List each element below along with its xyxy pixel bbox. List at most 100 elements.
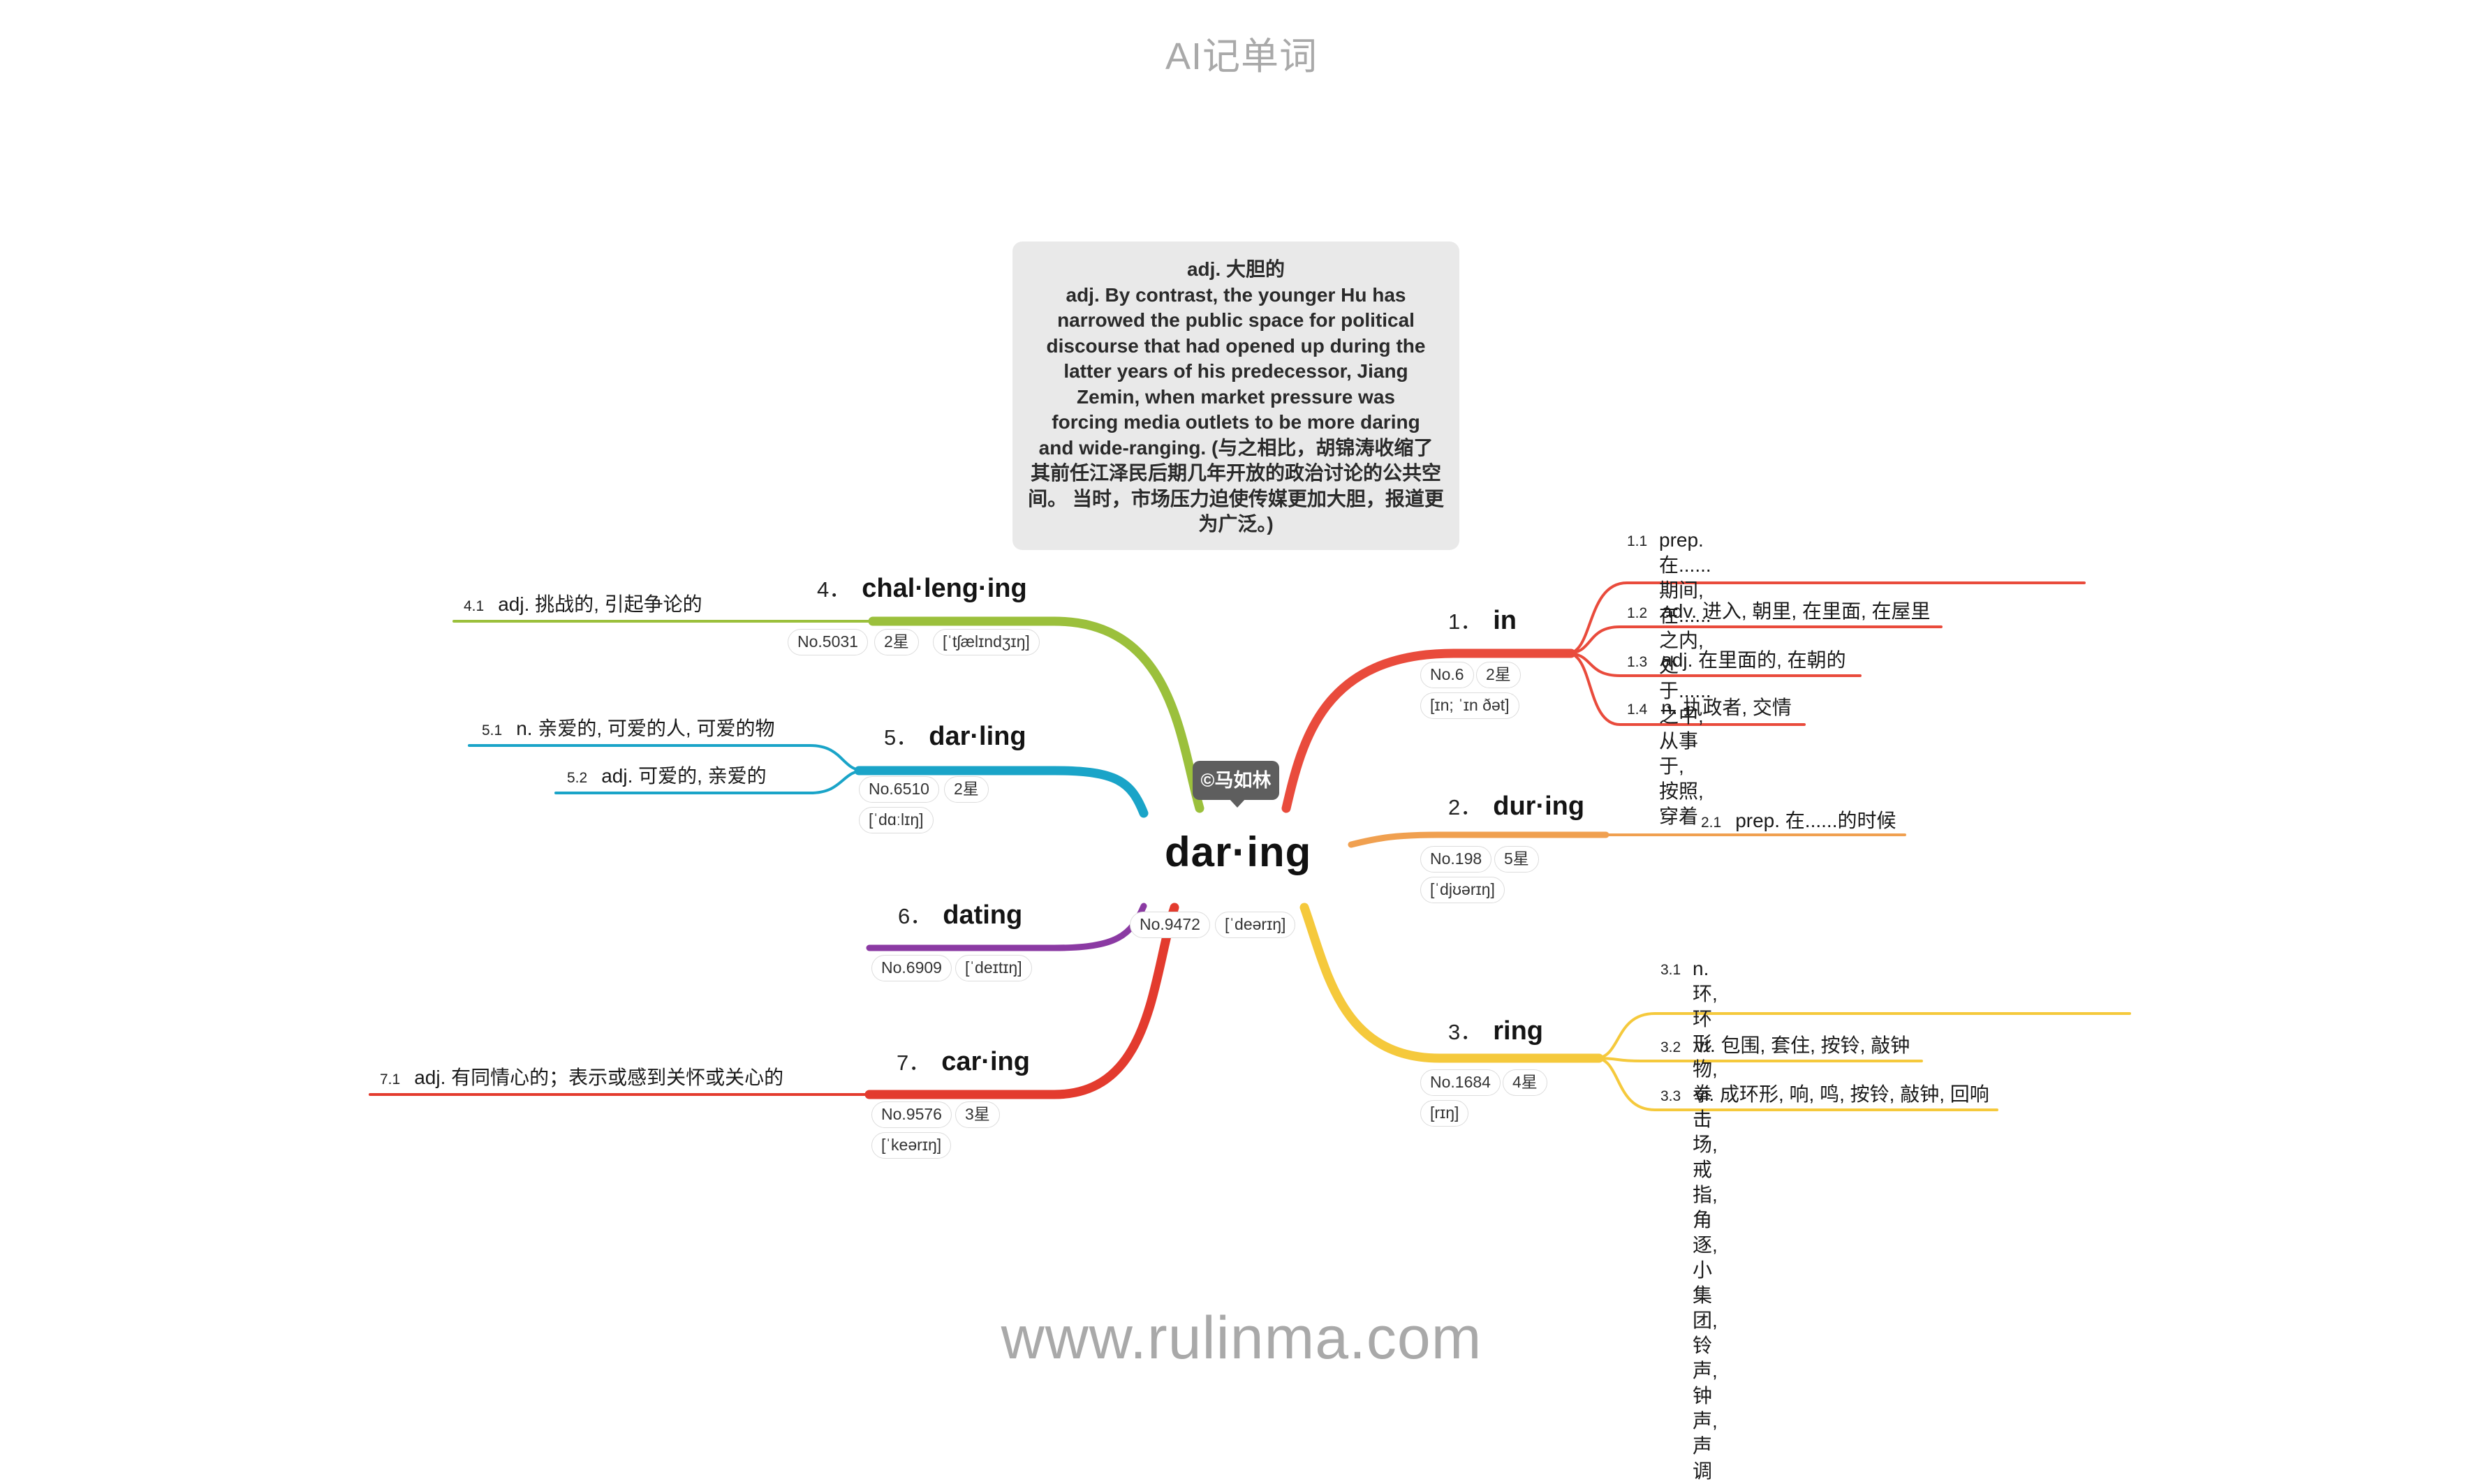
branch-darling[interactable]: 5． dar·ling — [884, 719, 1026, 754]
trunk-7 — [864, 903, 1179, 1099]
branch-ring[interactable]: 3． ring — [1448, 1014, 1543, 1048]
sub-5-1[interactable]: 5.1 n. 亲爱的, 可爱的人, 可爱的物 — [482, 713, 774, 741]
trunk-2 — [1348, 831, 1609, 848]
phonetic-badge: [ˈdeɪtɪŋ] — [955, 955, 1032, 981]
link-5-2 — [554, 769, 866, 794]
branch-word: dar·ling — [929, 722, 1026, 751]
sub-1-2[interactable]: 1.2 adv. 进入, 朝里, 在里面, 在屋里 — [1627, 596, 1931, 624]
sub-number: 1.2 — [1627, 605, 1648, 621]
sub-number: 5.2 — [567, 770, 588, 786]
sub-7-1[interactable]: 7.1 adj. 有同情心的；表示或感到关怀或关心的 — [380, 1062, 783, 1090]
sub-definition-line: 按照, 穿着 — [1659, 780, 1704, 827]
branch-number: 5． — [884, 725, 918, 750]
sub-1-3[interactable]: 1.3 adj. 在里面的, 在朝的 — [1627, 645, 1846, 673]
sub-number: 1.4 — [1627, 702, 1648, 718]
branch-number: 2． — [1448, 795, 1482, 819]
copyright-pointer — [1229, 799, 1246, 808]
branch-3-connectors — [1299, 903, 2131, 1111]
link-1-1 — [1566, 581, 2086, 655]
page-title: AI记单词 — [1165, 36, 1318, 77]
phonetic-badge: [ˈtʃælɪndʒɪŋ] — [933, 629, 1040, 655]
sub-definition: adj. 有同情心的；表示或感到关怀或关心的 — [414, 1067, 784, 1088]
branch-number: 3． — [1448, 1020, 1482, 1044]
stars-badge: 4星 — [1503, 1069, 1547, 1096]
sub-definition: vt. 包围, 套住, 按铃, 敲钟 — [1695, 1034, 1910, 1056]
branch-4-connectors — [452, 616, 1204, 813]
trunk-1 — [1281, 648, 1576, 813]
sub-number: 1.1 — [1627, 533, 1648, 549]
rank-badge: No.6909 — [871, 955, 952, 981]
branch-5-connectors — [468, 744, 1149, 818]
note-line: and wide-ranging. (与之相比，胡锦涛收缩了 — [1038, 436, 1434, 459]
sub-3-2[interactable]: 3.2 vt. 包围, 套住, 按铃, 敲钟 — [1660, 1030, 1910, 1058]
phonetic-badge: [ɪn; ˈɪn ðət] — [1420, 692, 1519, 719]
phonetic-badge: [rɪŋ] — [1420, 1100, 1469, 1127]
sub-definition: n. 执政者, 交情 — [1661, 697, 1792, 718]
center-phonetic-badge: [ˈdeərɪŋ] — [1215, 912, 1296, 938]
link-1-3 — [1566, 652, 1862, 677]
branch-word: chal·leng·ing — [862, 574, 1027, 603]
rank-badge: No.5031 — [788, 629, 868, 655]
branch-during[interactable]: 2． dur·ing — [1448, 789, 1584, 824]
branch-word: car·ing — [941, 1047, 1030, 1076]
central-word[interactable]: dar·ing — [1165, 829, 1312, 875]
stars-badge: 2星 — [874, 629, 919, 655]
rank-badge: No.9576 — [871, 1101, 952, 1128]
branch-1-connectors — [1281, 581, 2086, 813]
sub-definition: n. 环, 环形物, 拳击场, 戒指, 角逐, 小集团, 铃声, 钟 声, 声调 — [1693, 956, 1718, 1484]
branch-word: ring — [1493, 1016, 1544, 1046]
stars-badge: 2星 — [944, 776, 989, 803]
branch-number: 1． — [1448, 609, 1482, 634]
sub-1-4[interactable]: 1.4 n. 执政者, 交情 — [1627, 692, 1792, 720]
sub-number: 3.2 — [1660, 1039, 1681, 1055]
note-line: 其前任江泽民后期几年开放的政治讨论的公共空 — [1030, 462, 1441, 484]
rank-badge: No.6 — [1420, 662, 1474, 688]
phonetic-badge: [ˈdjʊərɪŋ] — [1420, 877, 1505, 903]
sub-number: 4.1 — [464, 598, 485, 614]
branch-7-connectors — [369, 903, 1179, 1099]
sub-definition: adv. 进入, 朝里, 在里面, 在屋里 — [1661, 600, 1931, 622]
sub-definition-line: prep. 在......期间, 在......之内, 处于......之中, … — [1659, 529, 1711, 777]
sub-definition-line: 声, 声调 — [1693, 1410, 1718, 1482]
sub-definition: n. 亲爱的, 可爱的人, 可爱的物 — [516, 718, 775, 739]
sub-number: 1.3 — [1627, 654, 1648, 670]
sub-number: 5.1 — [482, 722, 503, 739]
sub-definition: vi. 成环形, 响, 鸣, 按铃, 敲钟, 回响 — [1695, 1083, 1989, 1105]
branch-2-connectors — [1348, 831, 1906, 848]
sub-definition: adj. 在里面的, 在朝的 — [1661, 649, 1846, 671]
rank-badge: No.1684 — [1420, 1069, 1501, 1096]
link-3-1 — [1594, 1012, 2131, 1060]
branch-dating[interactable]: 6．dating — [898, 898, 1022, 933]
branch-number: 6． — [898, 904, 932, 928]
branch-number: 7． — [897, 1051, 931, 1075]
note-line: latter years of his predecessor, Jiang — [1063, 360, 1408, 382]
branch-word: dur·ing — [1493, 792, 1585, 821]
definition-note: adj. 大胆的 adj. By contrast, the younger H… — [1012, 242, 1459, 550]
rank-badge: No.198 — [1420, 846, 1492, 873]
link-1-4 — [1566, 652, 1806, 726]
footer-website: www.rulinma.com — [1001, 1305, 1482, 1372]
link-5-1 — [468, 744, 866, 772]
sub-4-1[interactable]: 4.1 adj. 挑战的, 引起争论的 — [464, 589, 702, 617]
note-line: Zemin, when market pressure was — [1077, 385, 1395, 408]
sub-number: 7.1 — [380, 1071, 401, 1088]
branch-number: 4． — [817, 577, 851, 602]
sub-definition: prep. 在......期间, 在......之内, 处于......之中, … — [1659, 528, 1711, 829]
phonetic-badge: [ˈdɑːlɪŋ] — [859, 807, 934, 833]
note-line: narrowed the public space for political — [1057, 309, 1415, 331]
sub-definition: adj. 挑战的, 引起争论的 — [498, 593, 702, 615]
stars-badge: 2星 — [1476, 662, 1521, 688]
note-line: adj. By contrast, the younger Hu has — [1066, 283, 1406, 306]
trunk-3 — [1299, 903, 1604, 1063]
branch-caring[interactable]: 7． car·ing — [897, 1044, 1030, 1079]
sub-definition-line: n. 环, 环形物, 拳击场, 戒指, 角逐, 小集团, 铃声, 钟 — [1693, 958, 1718, 1407]
branch-challenging[interactable]: 4． chal·leng·ing — [817, 571, 1027, 606]
branch-in[interactable]: 1．in — [1448, 603, 1517, 638]
sub-number: 2.1 — [1701, 815, 1722, 831]
trunk-5 — [854, 766, 1149, 818]
mindmap-connectors — [369, 581, 2131, 1111]
note-line: 间。 当时，市场压力迫使传媒更加大胆，报道更 — [1028, 487, 1444, 510]
